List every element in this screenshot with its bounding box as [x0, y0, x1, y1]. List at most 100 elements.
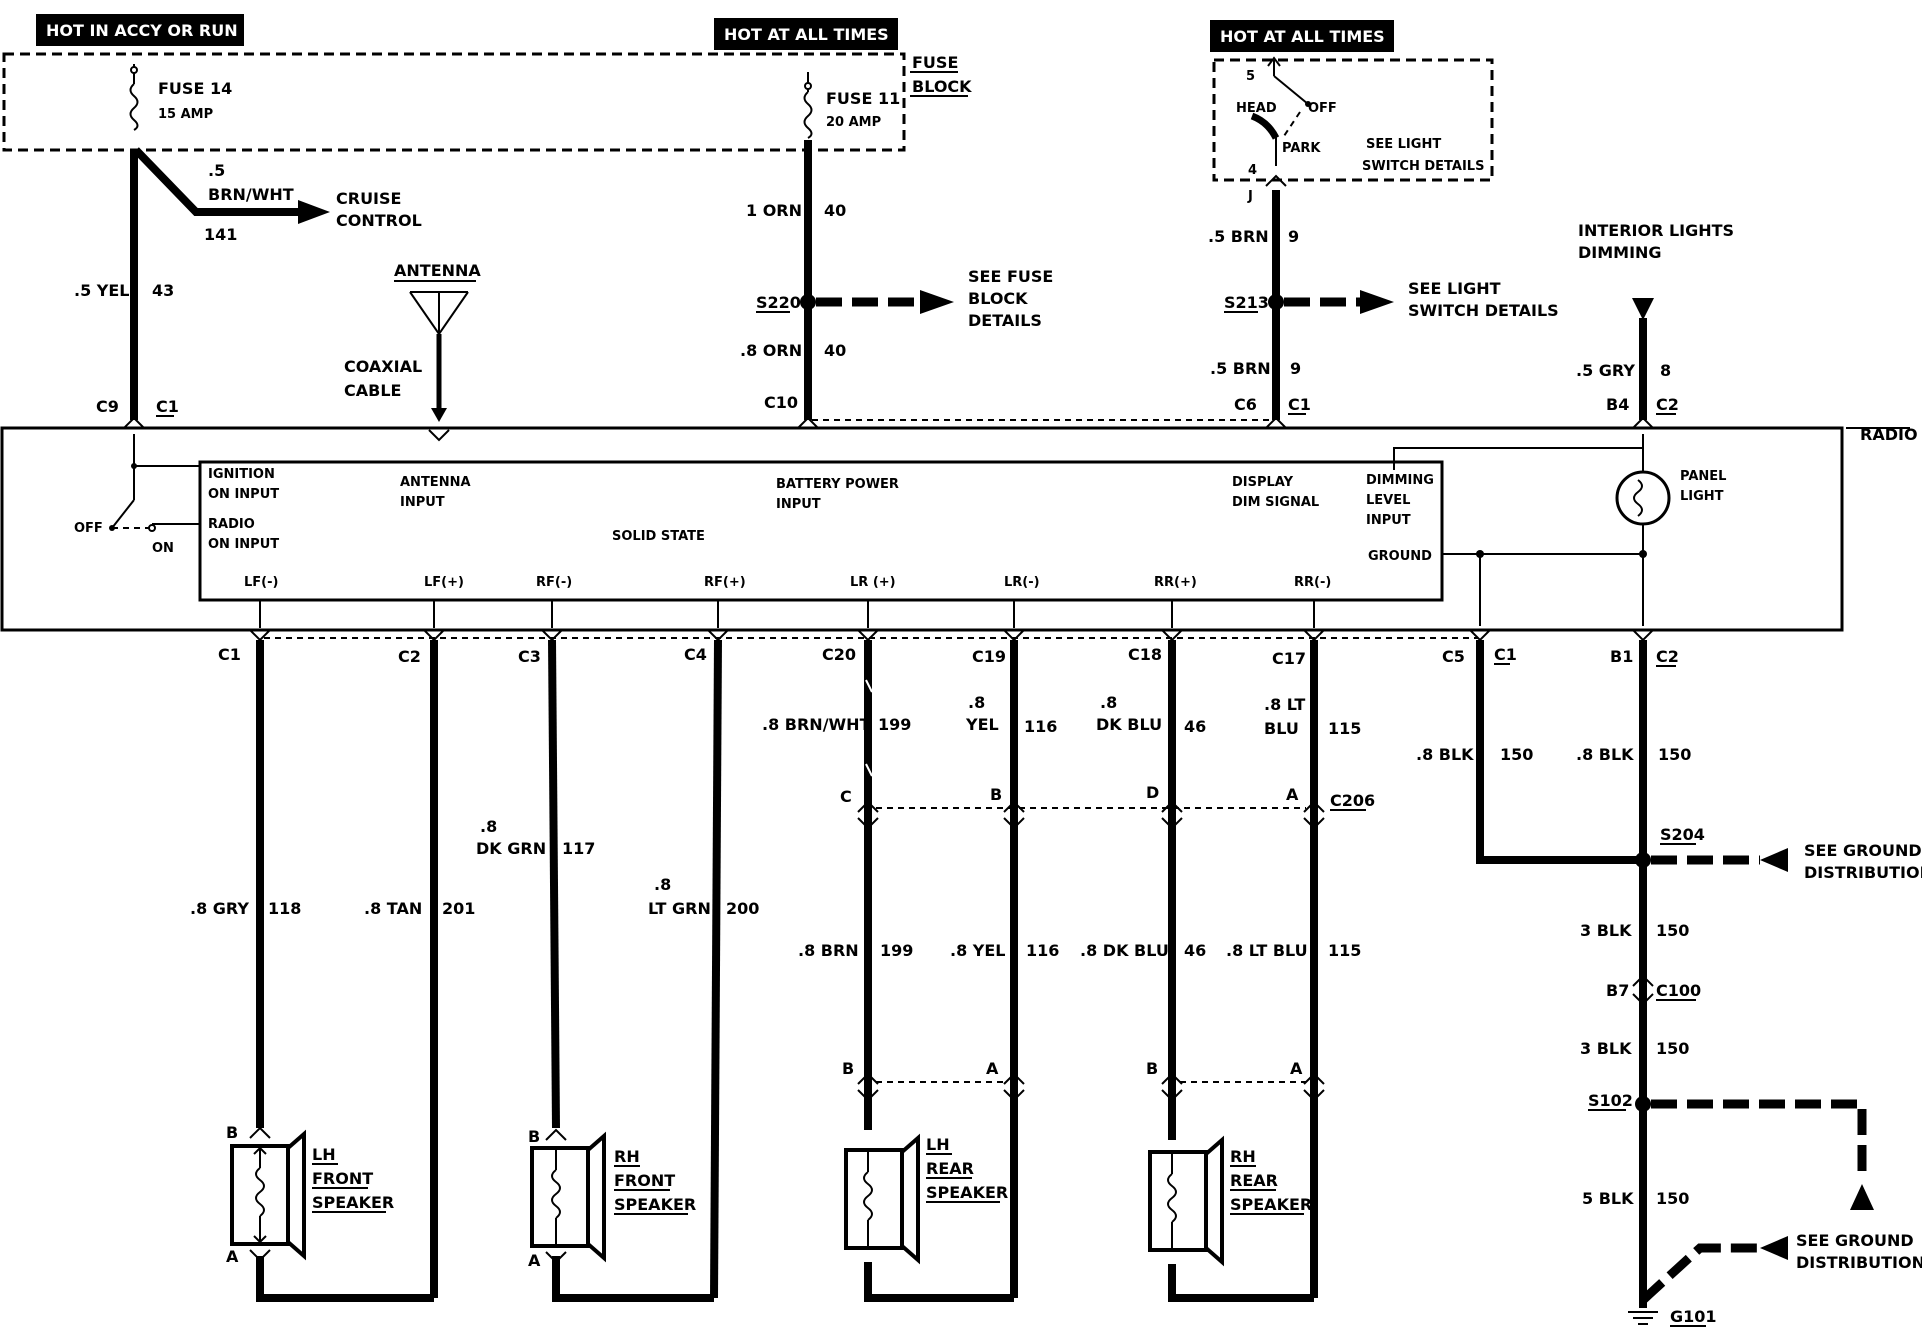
ant-input-2: INPUT: [400, 495, 445, 510]
lf-m-color: .8 GRY: [190, 899, 249, 918]
gry-color: .5 GRY: [1576, 361, 1635, 380]
conn-b1: B1: [1610, 647, 1633, 666]
fuse-block-box: [2, 52, 906, 152]
conn-b1-c2: C2: [1656, 647, 1679, 666]
dim-label-1: DIMMING: [1366, 473, 1434, 488]
rr-p-lower-circuit: 46: [1184, 941, 1206, 960]
bat-input-2: INPUT: [776, 497, 821, 512]
wire-cruise-141: [133, 147, 300, 216]
conn-c2: C2: [398, 647, 421, 666]
lr-pin-b: B: [842, 1059, 854, 1078]
off-label: OFF: [1308, 101, 1337, 116]
rr-m-lower-circuit: 115: [1328, 941, 1361, 960]
fuse-14-label: FUSE 14: [158, 79, 232, 98]
rf-pin-b: B: [528, 1127, 540, 1146]
s204-splice: [1635, 852, 1651, 868]
lh-front-speaker-icon: B A: [226, 1123, 306, 1266]
rr-p-upper-circuit: 46: [1184, 717, 1206, 736]
conn-b4-c2: C2: [1656, 395, 1679, 414]
see-ls-1: SEE LIGHT: [1366, 137, 1441, 152]
lr-p-lower-circuit: 199: [880, 941, 913, 960]
conn-c18: C18: [1128, 645, 1162, 664]
hot-always-tag-2: HOT AT ALL TIMES: [1210, 20, 1394, 52]
switch-on-label: ON: [152, 541, 174, 556]
wire-rr-return: [1168, 1264, 1314, 1302]
lf-pin-b: B: [226, 1123, 238, 1142]
g101-label: G101: [1670, 1307, 1717, 1326]
c206-pin-d: D: [1146, 783, 1159, 802]
solid-state-box: [198, 460, 1444, 602]
gnd3-circuit: 150: [1656, 921, 1689, 940]
conn-c1: C1: [218, 645, 241, 664]
rr-p-upper-size: .8: [1100, 693, 1117, 712]
rr-p-upper-color: DK BLU: [1096, 715, 1162, 734]
yel-color: .5 YEL: [74, 281, 130, 300]
rf-label-2: FRONT: [614, 1171, 675, 1190]
hot-always-tag-1: HOT AT ALL TIMES: [714, 18, 898, 50]
wire-lf-return: [256, 1256, 434, 1302]
conn-c6: C6: [1234, 395, 1257, 414]
lr-p-lower-color: .8 BRN: [798, 941, 859, 960]
lr-label-1: LH: [926, 1135, 950, 1154]
disp-label-2: DIM SIGNAL: [1232, 495, 1319, 510]
fuse-11-label: FUSE 11: [826, 89, 900, 108]
lf-p-circuit: 201: [442, 899, 475, 918]
s220-label: S220: [756, 293, 801, 312]
conn-b4: B4: [1606, 395, 1629, 414]
fuse-block-label-1: FUSE: [912, 53, 958, 72]
rr-minus-label: RR(-): [1294, 575, 1331, 590]
interior-label-1: INTERIOR LIGHTS: [1578, 221, 1734, 240]
radio-on-switch: OFF ON: [74, 434, 200, 556]
antenna-icon: ANTENNA: [394, 261, 481, 422]
radio-on-label-2: ON INPUT: [208, 537, 279, 552]
fuse-block-label-2: BLOCK: [912, 77, 972, 96]
coax-label-1: COAXIAL: [344, 357, 422, 376]
conn-c9: C9: [96, 397, 119, 416]
see-ls-route-1: SEE LIGHT: [1408, 279, 1501, 298]
lh-rear-speaker-icon: [844, 1133, 920, 1265]
pin-j-label: J: [1247, 189, 1253, 204]
b7-label: B7: [1606, 981, 1629, 1000]
cruise-size: .5: [208, 161, 225, 180]
c100-label: C100: [1656, 981, 1701, 1000]
pin-5-label: 5: [1246, 69, 1255, 84]
brn2-circuit: 9: [1290, 359, 1301, 378]
rf-minus-label: RF(-): [536, 575, 572, 590]
rr-m-upper-color: BLU: [1264, 719, 1299, 738]
conn-c17: C17: [1272, 649, 1306, 668]
conn-c4: C4: [684, 645, 707, 664]
rf-m-color: DK GRN: [476, 839, 546, 858]
rf-m-size: .8: [480, 817, 497, 836]
conn-c6-c1: C1: [1288, 395, 1311, 414]
radio-title: RADIO: [1860, 425, 1918, 444]
brn1-circuit: 9: [1288, 227, 1299, 246]
c206-pin-a: A: [1286, 785, 1299, 804]
radio-on-label-1: RADIO: [208, 517, 255, 532]
lf-minus-label: LF(-): [244, 575, 278, 590]
c206-label: C206: [1330, 791, 1375, 810]
see-gnd1-1: SEE GROUND: [1804, 841, 1922, 860]
hot-always-label-1: HOT AT ALL TIMES: [724, 25, 889, 44]
rear-speaker-connector-chevrons: [857, 1072, 1325, 1102]
lr-label-3: SPEAKER: [926, 1183, 1008, 1202]
antenna-label: ANTENNA: [394, 261, 481, 280]
lr-m-upper-size: .8: [968, 693, 985, 712]
rf-p-color: LT GRN: [648, 899, 711, 918]
rf-plus-label: RF(+): [704, 575, 746, 590]
lr-pin-a: A: [986, 1059, 999, 1078]
see-gnd2-1: SEE GROUND: [1796, 1231, 1914, 1250]
conn-c19: C19: [972, 647, 1006, 666]
rr-label-1: RH: [1230, 1147, 1256, 1166]
s102-splice: [1635, 1096, 1651, 1112]
conn-c3: C3: [518, 647, 541, 666]
interior-label-2: DIMMING: [1578, 243, 1662, 262]
lr-p-upper-circuit: 199: [878, 715, 911, 734]
solid-state-label: SOLID STATE: [612, 529, 705, 544]
c100-chevron: [1632, 974, 1654, 1006]
conn-c10: C10: [764, 393, 798, 412]
dim-label-3: INPUT: [1366, 513, 1411, 528]
pin-4-label: 4: [1248, 163, 1257, 178]
see-fuse-3: DETAILS: [968, 311, 1042, 330]
see-ls-route-2: SWITCH DETAILS: [1408, 301, 1559, 320]
ign-label-2: ON INPUT: [208, 487, 279, 502]
